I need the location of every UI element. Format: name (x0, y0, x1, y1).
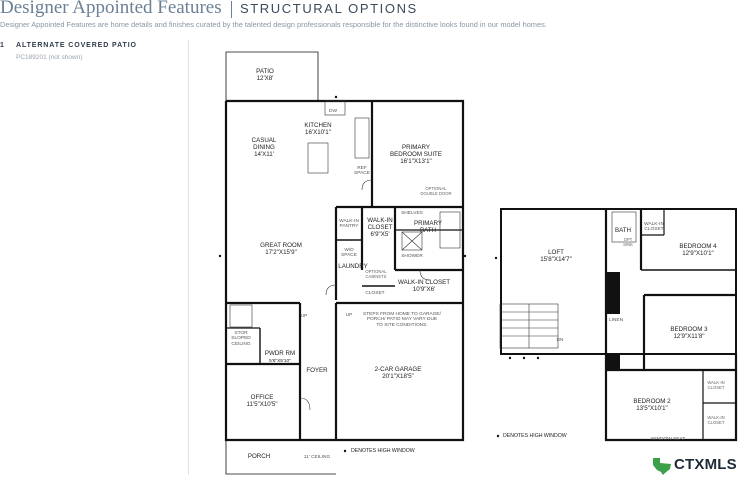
linen-label: LINEN (608, 318, 624, 323)
stairs-up-label-a: UP (300, 314, 308, 319)
room-foyer: FOYER (306, 367, 328, 374)
closet-label: CLOSET (365, 291, 385, 296)
option-name[interactable]: ALTERNATE COVERED PATIO (16, 42, 137, 49)
page-description: Designer Appointed Features are home det… (0, 20, 547, 29)
walk-in-closet-top-label: WALK-IN CLOSET (644, 222, 664, 233)
dishwasher-label: DW (329, 109, 337, 114)
walk-in-closet-bot-label: WALK-IN CLOSET (707, 415, 725, 425)
optional-door-label: OPTIONAL DOUBLE DOOR (420, 186, 452, 196)
title-divider (231, 1, 232, 18)
ceiling-height-label: 11' CEILING (303, 455, 331, 460)
brand-logo-text: CTXMLS (674, 456, 737, 473)
room-bath-upper: BATH (614, 227, 632, 234)
shelves-label: SHELVES (401, 211, 423, 216)
storage-label: STOR SLOPED CEILING (231, 331, 251, 347)
room-laundry: LAUNDRY (338, 263, 368, 270)
optional-cabinets-label: OPTIONAL CABINETS (365, 269, 387, 279)
option-number: 1 (0, 42, 4, 49)
walk-in-pantry-label: WALK-IN PANTRY (339, 219, 359, 230)
opt-sink-label: OPT SINK (623, 237, 633, 247)
wd-space-label: W/D SPACE (341, 248, 357, 259)
high-window-legend-second: DENOTES HIGH WINDOW (503, 433, 567, 439)
ref-space-label: REF SPACE (354, 166, 370, 177)
stairs-up-label-b: UP (345, 313, 353, 318)
page-subtitle: STRUCTURAL OPTIONS (240, 1, 418, 16)
room-primary-bath: PRIMARY BATH (413, 220, 443, 234)
room-porch: PORCH (247, 453, 271, 460)
high-window-legend-first: DENOTES HIGH WINDOW (351, 448, 415, 454)
texas-logo-icon (653, 458, 671, 475)
window-seat-label: WINDOW SEAT (650, 437, 686, 442)
stairs-down-label: DN (556, 338, 564, 343)
shower-label: SHOWER (401, 254, 423, 259)
sidebar-divider (188, 40, 189, 475)
page-title: Designer Appointed Features (0, 0, 222, 18)
page-header: Designer Appointed Features STRUCTURAL O… (0, 0, 740, 34)
option-code: PC189201 (not shown) (16, 54, 83, 61)
walk-in-closet-mid-label: WALK-IN CLOSET (707, 380, 725, 390)
garage-steps-note: STEPS FROM HOME TO GARAGE/ PORCH/ PATIO … (363, 312, 441, 328)
